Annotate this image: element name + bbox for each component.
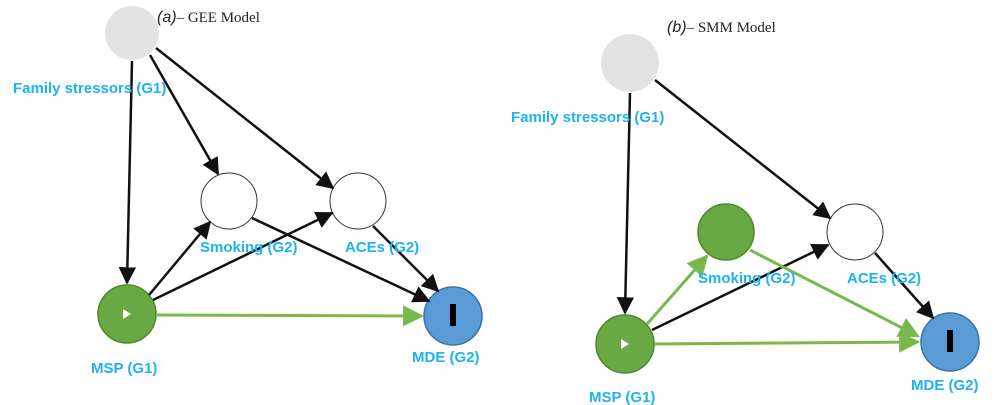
panel-a-gee-model: Family stressors (G1) Smoking (G2) ACEs … [13, 6, 483, 377]
bar-icon [450, 304, 456, 326]
arrow-smoking-to-mde-a [251, 216, 431, 303]
panel-a-title: (a)– GEE Model [157, 9, 260, 26]
arrow-msp-to-smoking-a [148, 220, 212, 296]
arrow-family-to-msp-b [616, 92, 635, 315]
arrow-msp-to-aces-a [152, 211, 334, 302]
arrow-aces-to-mde-b [874, 252, 935, 320]
arrow-msp-to-mde-b [654, 331, 921, 353]
play-icon [123, 309, 131, 319]
mde-label-b: MDE (G2) [911, 377, 979, 394]
panel-b-title: (b)– SMM Model [667, 19, 776, 36]
smoking-node-b [697, 203, 755, 261]
arrow-family-to-aces-a [155, 47, 335, 190]
arrow-family-to-msp-a [118, 60, 137, 285]
mde-label-a: MDE (G2) [412, 349, 480, 366]
panel-b-smm-model: Family stressors (G1) Smoking (G2) ACEs … [511, 19, 980, 405]
family-stressors-label-b: Family stressors (G1) [511, 109, 664, 126]
arrow-msp-to-smoking-b [645, 254, 709, 325]
arrow-aces-to-mde-a [372, 225, 440, 293]
arrow-msp-to-aces-b [651, 243, 830, 332]
smoking-node-a [200, 172, 258, 230]
family-stressors-node-b [601, 34, 659, 92]
aces-node-b [826, 203, 884, 261]
smoking-label-b: Smoking (G2) [698, 270, 796, 287]
family-stressors-node-a [105, 6, 159, 60]
msp-label-a: MSP (G1) [91, 360, 157, 377]
play-icon [621, 339, 629, 349]
arrow-smoking-to-mde-b [749, 248, 920, 338]
arrow-family-to-aces-b [654, 79, 832, 220]
arrow-family-to-smoking-a [148, 54, 220, 176]
aces-label-a: ACEs (G2) [345, 239, 419, 256]
arrow-msp-to-mde-a [156, 305, 425, 327]
family-stressors-label-a: Family stressors (G1) [13, 80, 166, 97]
aces-node-a [329, 172, 387, 230]
msp-label-b: MSP (G1) [589, 389, 655, 405]
smoking-label-a: Smoking (G2) [200, 239, 298, 256]
aces-label-b: ACEs (G2) [847, 270, 921, 287]
bar-icon [947, 330, 953, 352]
